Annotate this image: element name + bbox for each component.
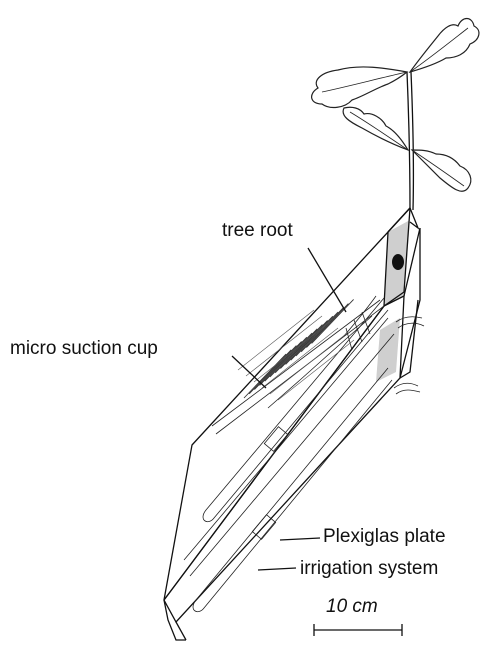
scale-bar-label: 10 cm xyxy=(326,596,378,617)
suction-cup-row xyxy=(278,340,354,400)
suction-cup xyxy=(312,299,354,343)
top-left-leaf xyxy=(312,67,407,108)
plexiglas-plate-label: Plexiglas plate xyxy=(323,526,446,547)
seedling-illustration xyxy=(312,19,479,211)
tree-root-label: tree root xyxy=(222,220,293,241)
irrigation-leader xyxy=(258,568,296,570)
root-entry-hole xyxy=(392,254,404,270)
plexiglas-leader xyxy=(280,538,320,540)
suction-cup-row xyxy=(254,322,330,382)
suction-cup-row xyxy=(238,310,314,370)
tree-root-leader xyxy=(308,248,346,312)
micro-suction-cups xyxy=(238,299,354,400)
micro-suction-cup-label: micro suction cup xyxy=(10,338,158,359)
suction-cup-row xyxy=(262,328,338,388)
suction-cup xyxy=(296,312,338,356)
irrigation-system-label: irrigation system xyxy=(300,558,438,579)
suction-cup xyxy=(291,316,333,360)
suction-cup-row xyxy=(246,316,322,376)
suction-cup xyxy=(306,304,348,348)
suction-cup xyxy=(286,320,328,364)
suction-cup xyxy=(301,308,343,352)
top-right-leaf xyxy=(410,19,479,73)
scale-bar: 10 cm xyxy=(314,596,402,636)
